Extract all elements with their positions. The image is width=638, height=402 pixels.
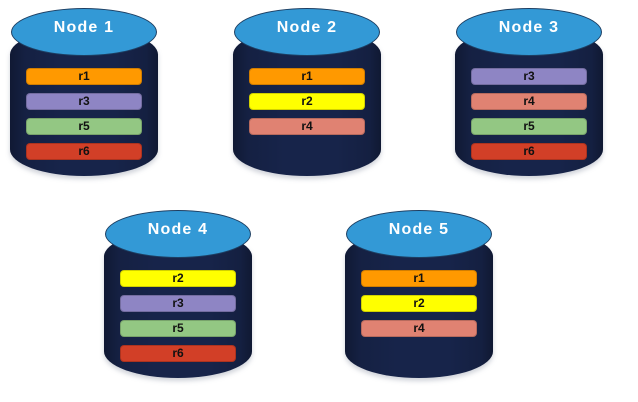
node-label: Node 5 [388, 221, 450, 238]
replica-list: r2 r3 r5 r6 [104, 270, 252, 370]
replica-bar[interactable]: r2 [361, 295, 477, 312]
replica-bar[interactable]: r5 [471, 118, 587, 135]
node-label: Node 3 [498, 19, 560, 36]
cylinder-top [11, 8, 157, 56]
replica-bar[interactable]: r2 [120, 270, 236, 287]
replica-bar[interactable]: r6 [26, 143, 142, 160]
database-node[interactable]: r3 r4 r5 r6 Node 3 [455, 6, 603, 181]
replica-list: r1 r2 r4 [345, 270, 493, 345]
replica-bar[interactable]: r5 [120, 320, 236, 337]
replica-bar[interactable]: r4 [361, 320, 477, 337]
database-node[interactable]: r2 r3 r5 r6 Node 4 [104, 208, 252, 383]
database-node[interactable]: r1 r2 r4 Node 5 [345, 208, 493, 383]
node-label: Node 4 [147, 221, 209, 238]
replica-list: r1 r3 r5 r6 [10, 68, 158, 168]
replica-bar[interactable]: r6 [120, 345, 236, 362]
replica-bar[interactable]: r5 [26, 118, 142, 135]
cylinder-top [346, 210, 492, 258]
replica-bar[interactable]: r3 [120, 295, 236, 312]
database-node[interactable]: r1 r3 r5 r6 Node 1 [10, 6, 158, 181]
replica-bar[interactable]: r4 [249, 118, 365, 135]
cylinder-top [234, 8, 380, 56]
replica-list: r3 r4 r5 r6 [455, 68, 603, 168]
replica-bar[interactable]: r6 [471, 143, 587, 160]
cylinder-top [456, 8, 602, 56]
replica-bar[interactable]: r3 [471, 68, 587, 85]
node-label: Node 1 [53, 19, 115, 36]
replica-bar[interactable]: r1 [26, 68, 142, 85]
replica-bar[interactable]: r1 [361, 270, 477, 287]
replica-list: r1 r2 r4 [233, 68, 381, 143]
replica-bar[interactable]: r3 [26, 93, 142, 110]
node-label: Node 2 [276, 19, 338, 36]
cylinder-top [105, 210, 251, 258]
replica-bar[interactable]: r2 [249, 93, 365, 110]
replica-bar[interactable]: r4 [471, 93, 587, 110]
database-node[interactable]: r1 r2 r4 Node 2 [233, 6, 381, 181]
replica-bar[interactable]: r1 [249, 68, 365, 85]
